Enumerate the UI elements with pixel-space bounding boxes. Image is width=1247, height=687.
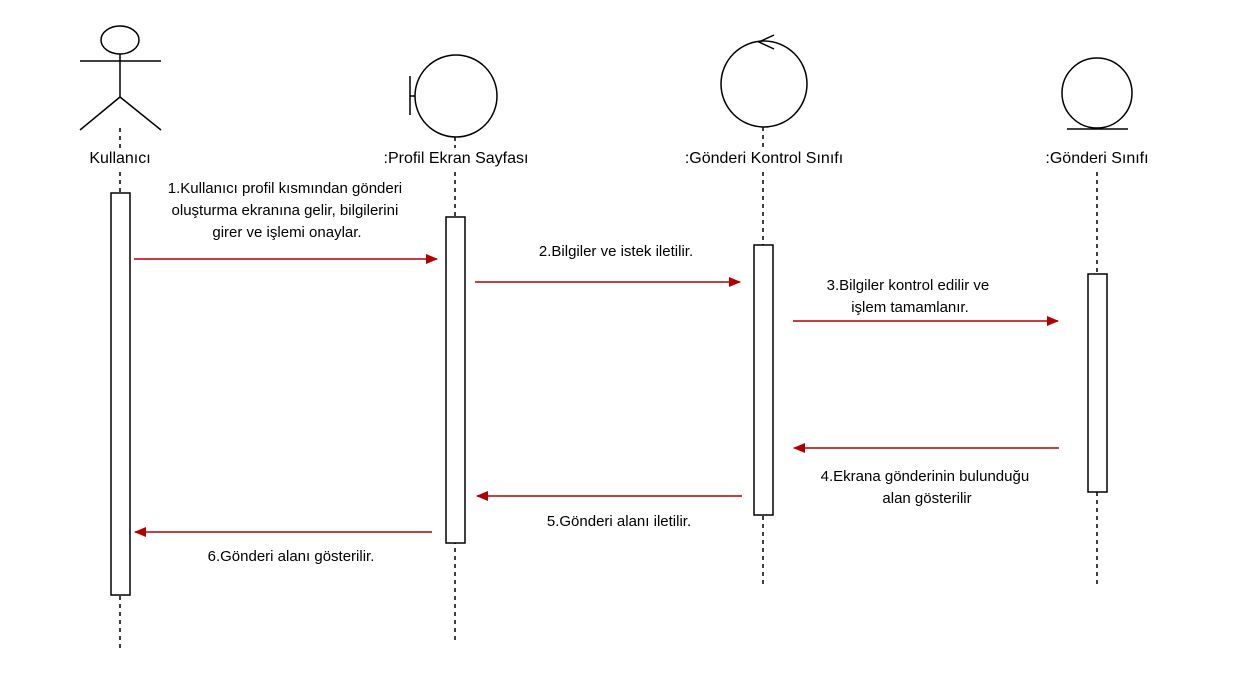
- participant-profil-ekran-sayfasi: :Profil Ekran Sayfası: [384, 54, 529, 640]
- stick-figure-icon: [79, 25, 162, 131]
- message-label: 4.Ekrana gönderinin bulunduğu alan göste…: [821, 468, 1034, 507]
- message-4: 4.Ekrana gönderinin bulunduğu alan göste…: [793, 443, 1059, 507]
- participant-label: Kullanıcı: [89, 150, 150, 167]
- activation-bar: [753, 244, 774, 516]
- participant-label: :Profil Ekran Sayfası: [384, 150, 529, 167]
- message-1: 1.Kullanıcı profil kısmından gönderi olu…: [134, 180, 438, 264]
- participant-label: :Gönderi Sınıfı: [1045, 150, 1148, 167]
- message-label: 6.Gönderi alanı gösterilir.: [208, 548, 375, 565]
- entity-icon: [1061, 57, 1133, 130]
- activation-bar: [110, 192, 131, 596]
- message-5: 5.Gönderi alanı iletilir.: [476, 491, 742, 530]
- message-label: 1.Kullanıcı profil kısmından gönderi olu…: [168, 180, 406, 241]
- message-3: 3.Bilgiler kontrol edilir ve işlem tamam…: [793, 277, 1059, 326]
- participant-gonderi-sinifi: :Gönderi Sınıfı: [1045, 57, 1149, 586]
- message-label: 2.Bilgiler ve istek iletilir.: [539, 243, 693, 260]
- activation-bar: [1087, 273, 1108, 493]
- message-2: 2.Bilgiler ve istek iletilir.: [475, 243, 741, 287]
- boundary-icon: [409, 54, 498, 138]
- participant-label: :Gönderi Kontrol Sınıfı: [685, 150, 843, 167]
- message-label: 3.Bilgiler kontrol edilir ve işlem tamam…: [827, 277, 994, 316]
- participant-gonderi-kontrol-sinifi: :Gönderi Kontrol Sınıfı: [685, 34, 843, 584]
- message-label: 5.Gönderi alanı iletilir.: [547, 513, 691, 530]
- message-6: 6.Gönderi alanı gösterilir.: [134, 527, 432, 565]
- participant-kullanici: Kullanıcı: [79, 25, 162, 652]
- activation-bar: [445, 216, 466, 544]
- control-icon: [720, 34, 808, 128]
